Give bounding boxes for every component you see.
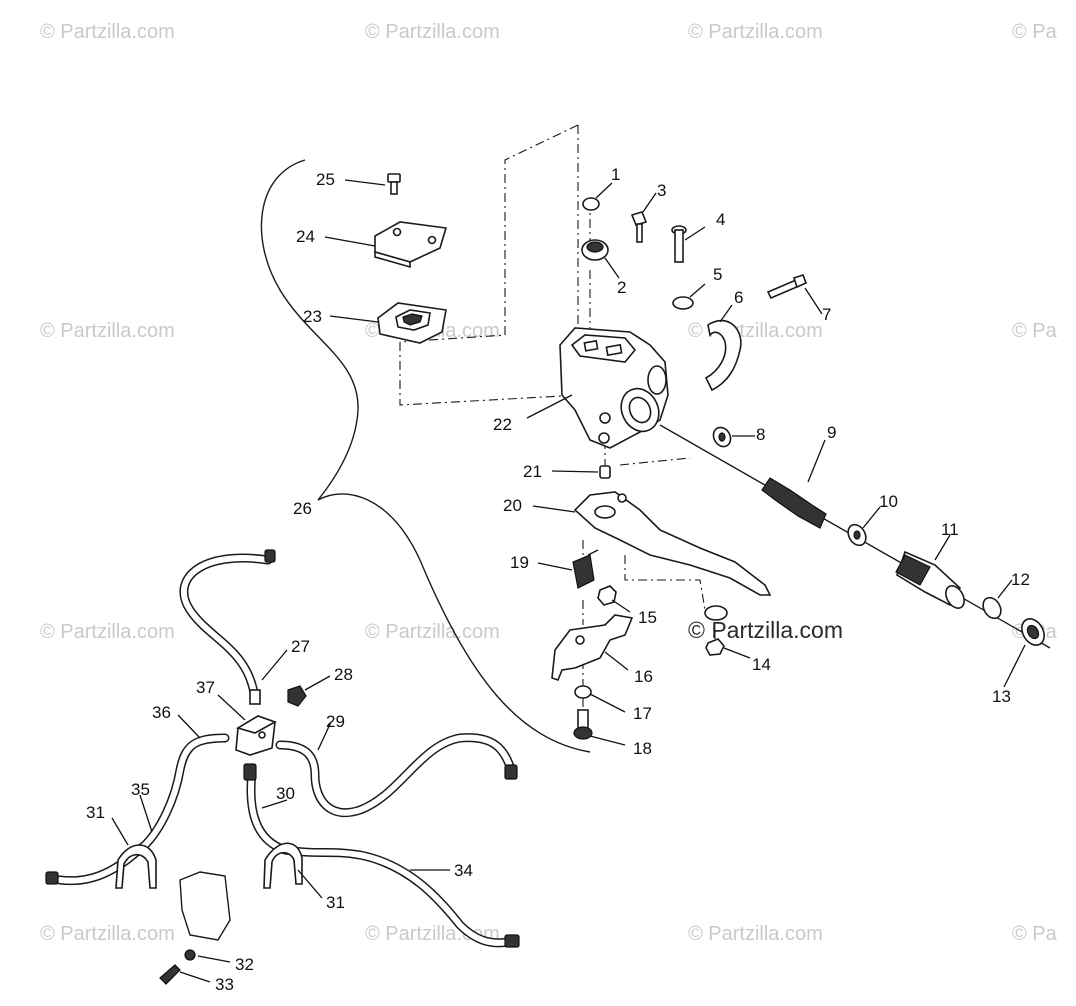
fitting-28 <box>287 685 307 707</box>
callout-33: 33 <box>215 975 234 994</box>
bolt-3 <box>630 211 648 243</box>
callout-9: 9 <box>827 423 836 442</box>
callout-8: 8 <box>756 425 765 444</box>
screw-25 <box>387 173 401 195</box>
callout-19: 19 <box>510 553 529 572</box>
callout-23: 23 <box>303 307 322 326</box>
callout-31: 31 <box>86 803 105 822</box>
watermark: © Partzilla.com <box>365 21 500 43</box>
boot-13 <box>1021 618 1045 646</box>
hose-fittings <box>45 549 520 948</box>
clamp-bolt-7 <box>766 273 808 300</box>
callout-29: 29 <box>326 712 345 731</box>
watermark: © Partzilla.com <box>40 621 175 643</box>
callout-28: 28 <box>334 665 353 684</box>
callout-24: 24 <box>296 227 315 246</box>
screw-18 <box>573 709 593 740</box>
spring-9 <box>761 477 827 529</box>
callout-16: 16 <box>634 667 653 686</box>
callout-25: 25 <box>316 170 335 189</box>
washer-5 <box>672 296 694 310</box>
callout-35: 35 <box>131 780 150 799</box>
pin-4 <box>671 225 687 263</box>
piston-11 <box>895 550 965 609</box>
washer-32 <box>184 949 196 961</box>
hose-clip-31 <box>263 842 303 889</box>
clamp-6 <box>704 319 742 392</box>
ring-12 <box>982 596 1002 620</box>
callout-30: 30 <box>276 784 295 803</box>
callout-31-lower: 31 <box>326 893 345 912</box>
callout-18: 18 <box>633 739 652 758</box>
pivot-21 <box>599 465 611 479</box>
hose-clip-31 <box>115 844 157 889</box>
callout-21: 21 <box>523 462 542 481</box>
watermarks: © Partzilla.com © Partzilla.com © Partzi… <box>40 21 1058 945</box>
callout-27: 27 <box>291 637 310 656</box>
watermark: © Partzilla.com <box>688 21 823 43</box>
grommet-2 <box>581 239 609 261</box>
washer-17 <box>574 685 592 699</box>
screw-33 <box>159 964 181 985</box>
callout-20: 20 <box>503 496 522 515</box>
callout-14: 14 <box>752 655 771 674</box>
callout-32: 32 <box>235 955 254 974</box>
diaphragm-23 <box>377 302 447 344</box>
callout-4: 4 <box>716 210 725 229</box>
callout-36: 36 <box>152 703 171 722</box>
leader-lines <box>111 179 1026 983</box>
watermark: © Partzilla.com <box>688 923 823 945</box>
callout-7: 7 <box>822 305 831 324</box>
watermark: © Partzilla.com <box>40 320 175 342</box>
watermark: © Partzilla.com <box>688 320 823 342</box>
watermark-partial: © Pa <box>1012 923 1058 945</box>
callout-26: 26 <box>293 499 312 518</box>
bracket-plate <box>179 871 231 941</box>
callout-5: 5 <box>713 265 722 284</box>
reservoir-cover-24 <box>374 221 448 269</box>
washer-10 <box>847 523 867 547</box>
callout-13: 13 <box>992 687 1011 706</box>
callout-11: 11 <box>941 520 959 539</box>
junction-block-37 <box>235 715 277 756</box>
callout-labels: 1 2 3 4 5 6 7 8 9 10 11 12 13 14 15 16 1… <box>86 165 1030 994</box>
callout-37: 37 <box>196 678 215 697</box>
assembly-bracket-curve <box>260 159 591 753</box>
watermark-partial: © Pa <box>1012 320 1058 342</box>
master-cylinder-body-22 <box>559 327 669 449</box>
watermark: © Partzilla.com <box>40 21 175 43</box>
phantom-lines <box>399 124 716 730</box>
brake-lever-20 <box>573 491 772 596</box>
return-spring-19 <box>572 549 599 589</box>
callout-17: 17 <box>633 704 652 723</box>
nut-15 <box>597 585 617 606</box>
watermark: © Partzilla.com <box>40 923 175 945</box>
washer-8 <box>712 426 732 448</box>
brake-hoses <box>55 553 517 948</box>
watermark: © Partzilla.com <box>365 621 500 643</box>
callout-6: 6 <box>734 288 743 307</box>
washer-nut-14 <box>704 605 728 656</box>
watermark: © Partzilla.com <box>688 617 843 643</box>
callout-22: 22 <box>493 415 512 434</box>
callout-12: 12 <box>1011 570 1030 589</box>
callout-34: 34 <box>454 861 473 880</box>
callout-10: 10 <box>879 492 898 511</box>
callout-2: 2 <box>617 278 626 297</box>
watermark-partial: © Pa <box>1012 21 1058 43</box>
callout-1: 1 <box>611 165 620 184</box>
callout-15: 15 <box>638 608 657 627</box>
switch-bracket-16 <box>551 614 634 681</box>
cap-1 <box>582 197 600 211</box>
callout-3: 3 <box>657 181 666 200</box>
